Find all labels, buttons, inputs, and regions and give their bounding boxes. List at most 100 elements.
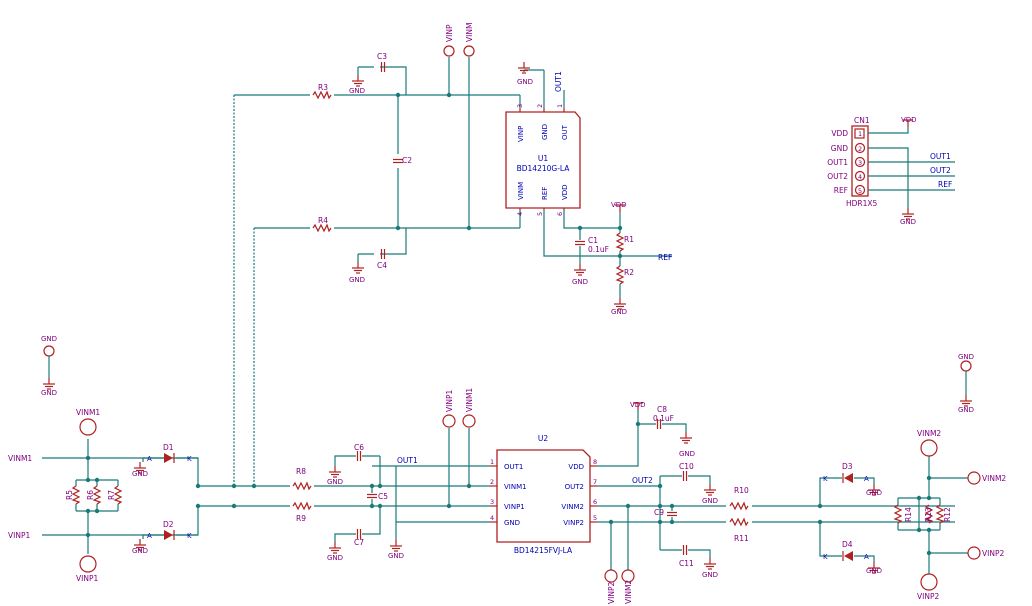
svg-text:R13: R13 — [924, 507, 933, 522]
svg-text:VINP2: VINP2 — [917, 592, 939, 601]
connector-cn1[interactable] — [851, 125, 869, 197]
svg-text:VINM1: VINM1 — [504, 483, 527, 491]
gnd-symbol — [328, 541, 342, 554]
svg-text:VINP1: VINP1 — [504, 503, 525, 511]
u1-chip[interactable] — [505, 108, 581, 210]
testpoint-vinm2[interactable] — [920, 439, 938, 457]
capacitor-c5[interactable] — [366, 493, 378, 499]
resistor-r1[interactable] — [616, 232, 624, 252]
diode-d3[interactable] — [842, 473, 853, 483]
svg-text:K: K — [187, 455, 192, 463]
diode-d1[interactable] — [164, 453, 175, 463]
svg-text:GND: GND — [132, 547, 148, 555]
net-out1-u1: OUT1 — [554, 71, 563, 92]
capacitor-c1[interactable] — [574, 240, 586, 246]
capacitor-c6[interactable] — [356, 450, 362, 462]
svg-text:OUT2: OUT2 — [632, 476, 653, 485]
svg-text:5: 5 — [858, 187, 862, 195]
svg-text:R6: R6 — [86, 490, 95, 500]
svg-text:GND: GND — [41, 389, 57, 397]
testpoint-vinm1-top[interactable] — [462, 414, 476, 428]
svg-text:REF: REF — [834, 186, 848, 195]
svg-text:R5: R5 — [65, 490, 74, 500]
svg-text:D4: D4 — [842, 540, 853, 549]
capacitor-c5-wires — [334, 428, 490, 542]
gnd-symbol — [389, 539, 403, 552]
svg-text:OUT2: OUT2 — [827, 172, 848, 181]
testpoint-vinp1-top[interactable] — [442, 414, 456, 428]
gnd-symbol — [959, 394, 973, 407]
svg-text:GND: GND — [958, 406, 974, 414]
svg-text:C6: C6 — [354, 443, 364, 452]
testpoint-gnd-right[interactable] — [960, 360, 972, 395]
svg-text:R10: R10 — [734, 486, 749, 495]
svg-text:VINP2: VINP2 — [563, 519, 584, 527]
cn1-text: CN1 HDR1X5 VDD GND OUT1 OUT2 REF 1 2 3 4… — [827, 116, 952, 226]
svg-text:GND: GND — [679, 450, 695, 458]
svg-text:R14: R14 — [904, 507, 913, 522]
u2-text: U2 BD14215FVJ-LA OUT1 VINM1 VINP1 GND VD… — [490, 434, 597, 555]
right-network-wires — [597, 410, 968, 574]
gnd-symbol — [703, 557, 717, 570]
svg-text:VINP2: VINP2 — [982, 549, 1004, 558]
svg-text:OUT1: OUT1 — [930, 152, 951, 161]
u1-pin-gnd: GND — [541, 124, 549, 140]
resistor-r4[interactable] — [312, 224, 332, 232]
testpoint-vinp2-bottom[interactable] — [604, 569, 618, 583]
svg-text:2: 2 — [536, 104, 544, 108]
svg-text:OUT2: OUT2 — [565, 483, 584, 491]
svg-text:VINM1: VINM1 — [8, 454, 32, 463]
svg-text:VINP1: VINP1 — [76, 574, 98, 583]
svg-text:GND: GND — [517, 78, 533, 86]
net-ref-u1: REF — [658, 253, 672, 262]
resistor-r9[interactable] — [292, 502, 312, 510]
label-vinm: VINM — [465, 23, 474, 42]
resistor-r14[interactable] — [894, 504, 902, 524]
svg-text:C8: C8 — [657, 405, 667, 414]
svg-text:6: 6 — [593, 498, 597, 506]
capacitor-c9[interactable] — [666, 511, 678, 517]
svg-text:D1: D1 — [163, 443, 174, 452]
svg-text:C7: C7 — [354, 538, 364, 547]
testpoint-vinp2-right[interactable] — [967, 546, 981, 560]
testpoint-vinm2-bottom[interactable] — [621, 569, 635, 583]
testpoint-vinp[interactable] — [443, 45, 455, 57]
svg-text:GND: GND — [349, 87, 365, 95]
svg-text:R12: R12 — [943, 507, 952, 522]
resistor-r2[interactable] — [616, 265, 624, 285]
resistor-r11[interactable] — [729, 518, 749, 526]
svg-text:0.1uF: 0.1uF — [653, 414, 674, 423]
testpoint-vinm[interactable] — [463, 45, 475, 57]
resistor-r3[interactable] — [312, 91, 332, 99]
svg-text:C2: C2 — [402, 156, 412, 165]
svg-text:R1: R1 — [624, 235, 634, 244]
resistor-r8[interactable] — [292, 482, 312, 490]
capacitor-c11[interactable] — [682, 544, 688, 556]
svg-text:GND: GND — [327, 554, 343, 562]
diode-d4[interactable] — [842, 551, 853, 561]
svg-text:VINM2: VINM2 — [917, 429, 941, 438]
svg-text:GND: GND — [132, 470, 148, 478]
capacitor-c10[interactable] — [682, 470, 688, 482]
svg-text:5: 5 — [593, 514, 597, 522]
svg-text:CN1: CN1 — [854, 116, 870, 125]
svg-text:VINM1: VINM1 — [465, 388, 474, 412]
svg-text:VINP1: VINP1 — [445, 390, 454, 412]
svg-text:3: 3 — [858, 159, 862, 167]
testpoint-vinp2[interactable] — [920, 573, 938, 591]
resistor-r10[interactable] — [729, 502, 749, 510]
u2-chip[interactable] — [490, 449, 597, 543]
right-junctions — [608, 421, 932, 556]
svg-text:4: 4 — [858, 173, 862, 181]
svg-text:GND: GND — [958, 353, 974, 361]
diode-d2[interactable] — [164, 530, 175, 540]
svg-text:4: 4 — [516, 212, 524, 216]
testpoint-gnd-left[interactable] — [43, 345, 55, 378]
testpoint-vinp1[interactable] — [79, 555, 97, 573]
testpoint-vinm1[interactable] — [79, 418, 97, 436]
svg-text:1: 1 — [490, 458, 494, 466]
u1-pin-vdd: VDD — [561, 184, 569, 200]
testpoint-vinm2-right[interactable] — [967, 471, 981, 485]
svg-text:GND: GND — [572, 278, 588, 286]
